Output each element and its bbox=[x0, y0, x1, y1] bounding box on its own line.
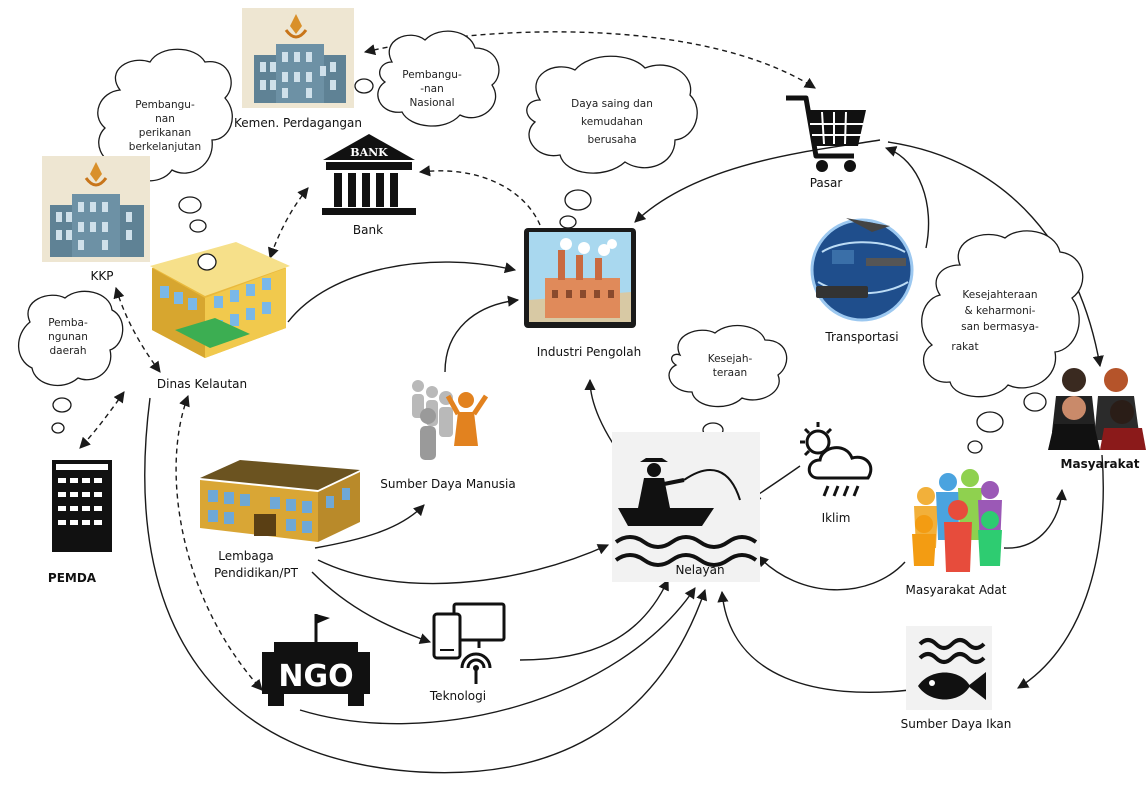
arrow-industri-bank bbox=[418, 165, 541, 226]
arrow-pasar-masyarakat bbox=[887, 141, 1104, 368]
fisherman-boat-icon bbox=[612, 432, 760, 582]
bubble-masyarakat-line-3: san bermasya- bbox=[961, 321, 1039, 333]
arrow-sdi-nelayan bbox=[717, 590, 911, 693]
label-lembaga-line-1: Lembaga bbox=[218, 549, 274, 563]
connectors bbox=[79, 31, 1104, 774]
arrow-dinas-ngo bbox=[175, 394, 263, 691]
arrow-dinas-nelayan bbox=[144, 397, 707, 774]
ngo-icon: NGO bbox=[262, 614, 370, 706]
pemda-building-icon bbox=[52, 460, 112, 552]
label-teknologi: Teknologi bbox=[429, 689, 486, 703]
label-masyarakat: Masyarakat bbox=[1061, 457, 1140, 471]
bubble-nasional-line-3: Nasional bbox=[409, 97, 454, 109]
bubble-masyarakat-line-2: & keharmoni- bbox=[965, 305, 1036, 317]
bubble-kesejahteraan-line-2: teraan bbox=[713, 367, 747, 379]
label-pemda: PEMDA bbox=[48, 571, 97, 585]
bubble-nasional-line-1: Pembangu- bbox=[402, 69, 462, 81]
bubble-kesejahteraan-line-1: Kesejah- bbox=[708, 353, 753, 365]
bubble-masyarakat-line-1: Kesejahteraan bbox=[962, 289, 1037, 301]
bubble-pembangunan-daerah: Pemba- ngunan daerah bbox=[18, 290, 124, 434]
bubble-kesejahteraan-masyarakat: Kesejahteraan & keharmoni- san bermasya-… bbox=[921, 230, 1084, 454]
label-transportasi: Transportasi bbox=[824, 330, 898, 344]
bubble-perikanan-line-2: nan bbox=[155, 113, 175, 125]
ngo-sign-text: NGO bbox=[278, 659, 353, 694]
bank-icon: BANK bbox=[322, 134, 416, 215]
bubble-pembangunan-nasional: Pembangu- -nan Nasional bbox=[342, 30, 500, 127]
bubble-daerah-line-2: ngunan bbox=[48, 331, 88, 343]
label-pasar: Pasar bbox=[810, 176, 843, 190]
bubble-daya-saing-line-1: Daya saing dan bbox=[571, 98, 653, 110]
bubble-daya-saing-line-2: kemudahan bbox=[581, 116, 643, 128]
arrow-lembaga-sdm bbox=[314, 504, 425, 549]
arrow-bank-dinas bbox=[268, 187, 309, 260]
label-sumber-daya-ikan: Sumber Daya Ikan bbox=[901, 717, 1012, 731]
bubble-daya-saing-line-3: berusaha bbox=[587, 134, 636, 146]
bubble-pembangunan-perikanan: Pembangu- nan perikanan berkelanjutan bbox=[97, 48, 233, 233]
label-sumber-daya-manusia: Sumber Daya Manusia bbox=[380, 477, 515, 491]
label-lembaga-line-2: Pendidikan/PT bbox=[214, 566, 299, 580]
bubble-perikanan-line-1: Pembangu- bbox=[135, 99, 195, 111]
bubble-daerah-line-1: Pemba- bbox=[48, 317, 88, 329]
arrow-lembaga-nelayan bbox=[317, 544, 610, 585]
arrow-dinas-industri bbox=[287, 261, 517, 323]
bank-sign-text: BANK bbox=[350, 146, 388, 159]
human-resources-icon bbox=[412, 380, 489, 460]
indigenous-community-icon bbox=[912, 469, 1002, 572]
label-bank: Bank bbox=[353, 223, 383, 237]
arrow-sdm-industri bbox=[444, 295, 520, 373]
arrow-adat-nelayan bbox=[757, 555, 906, 591]
bubble-nasional-line-2: -nan bbox=[420, 83, 444, 95]
arrow-adat-masyarakat bbox=[1003, 488, 1067, 549]
label-kemen-perdagangan: Kemen. Perdagangan bbox=[234, 116, 362, 130]
technology-devices-icon bbox=[432, 602, 506, 684]
ministry-building-icon bbox=[242, 8, 354, 108]
label-masyarakat-adat: Masyarakat Adat bbox=[906, 583, 1007, 597]
shopping-cart-icon bbox=[786, 95, 866, 172]
bubble-perikanan-line-3: perikanan bbox=[139, 127, 191, 139]
arrow-teknologi-nelayan bbox=[519, 578, 669, 661]
label-kkp: KKP bbox=[91, 269, 114, 283]
label-dinas-kelautan: Dinas Kelautan bbox=[157, 377, 247, 391]
factory-icon bbox=[524, 228, 636, 328]
weather-icon bbox=[800, 422, 873, 497]
bubble-daya-saing: Daya saing dan kemudahan berusaha bbox=[526, 55, 698, 244]
bubble-masyarakat-line-4: rakat bbox=[951, 341, 978, 353]
arrow-ngo-nelayan bbox=[299, 587, 696, 725]
arrow-lembaga-teknologi bbox=[311, 571, 432, 644]
dinas-building-icon bbox=[150, 242, 290, 358]
arrow-kemen-pasar bbox=[363, 31, 816, 89]
arrow-masyarakat-sdi bbox=[1017, 454, 1104, 689]
fish-resource-icon bbox=[906, 626, 992, 710]
bubble-daerah-line-3: daerah bbox=[50, 345, 87, 357]
arrow-transportasi-pasar bbox=[884, 146, 930, 249]
school-building-icon bbox=[200, 460, 360, 542]
arrow-daerah-pemda bbox=[79, 391, 125, 449]
label-industri-pengolah: Industri Pengolah bbox=[537, 345, 641, 359]
community-people-icon bbox=[1048, 368, 1146, 450]
label-nelayan: Nelayan bbox=[675, 563, 724, 577]
arrow-kkp-dinas bbox=[113, 286, 161, 373]
transport-globe-icon bbox=[810, 218, 914, 322]
bubble-perikanan-line-4: berkelanjutan bbox=[129, 141, 201, 153]
label-iklim: Iklim bbox=[822, 511, 851, 525]
kkp-building-icon bbox=[42, 156, 150, 262]
